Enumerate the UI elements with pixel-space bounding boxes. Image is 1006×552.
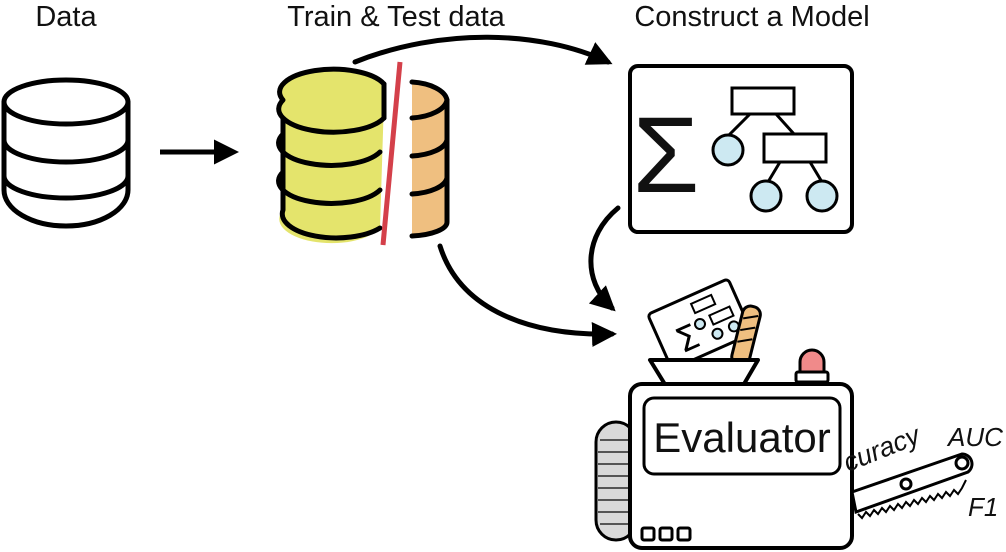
evaluator-machine: Σ Evaluator bbox=[594, 278, 974, 550]
train-data-icon bbox=[276, 66, 387, 244]
tree-diagram-icon bbox=[711, 86, 839, 213]
vent bbox=[594, 420, 638, 542]
evaluator-screen bbox=[642, 396, 842, 476]
data-database-icon bbox=[1, 77, 131, 229]
machine-button-1 bbox=[640, 526, 656, 542]
machine-button-2 bbox=[658, 526, 674, 542]
data-label: Data bbox=[35, 1, 97, 33]
machine-button-3 bbox=[676, 526, 692, 542]
sigma-symbol: Σ bbox=[633, 94, 700, 215]
arrow-model-to-evaluator bbox=[588, 205, 621, 312]
metric-f1: F1 bbox=[968, 492, 998, 522]
model-box: Σ bbox=[628, 64, 854, 234]
model-card-icon: Σ bbox=[647, 278, 753, 370]
conveyor-belt bbox=[850, 452, 974, 520]
arrow-test-to-evaluator bbox=[437, 243, 617, 347]
metric-auc: AUC bbox=[946, 422, 1003, 452]
construct-model-label: Construct a Model bbox=[634, 1, 869, 33]
alarm-light-icon bbox=[794, 348, 830, 384]
test-data-icon bbox=[409, 79, 450, 239]
evaluator-label: Evaluator bbox=[653, 414, 830, 461]
split-line bbox=[380, 61, 403, 246]
train-test-label: Train & Test data bbox=[287, 1, 505, 33]
arrow-train-to-model bbox=[352, 34, 613, 65]
